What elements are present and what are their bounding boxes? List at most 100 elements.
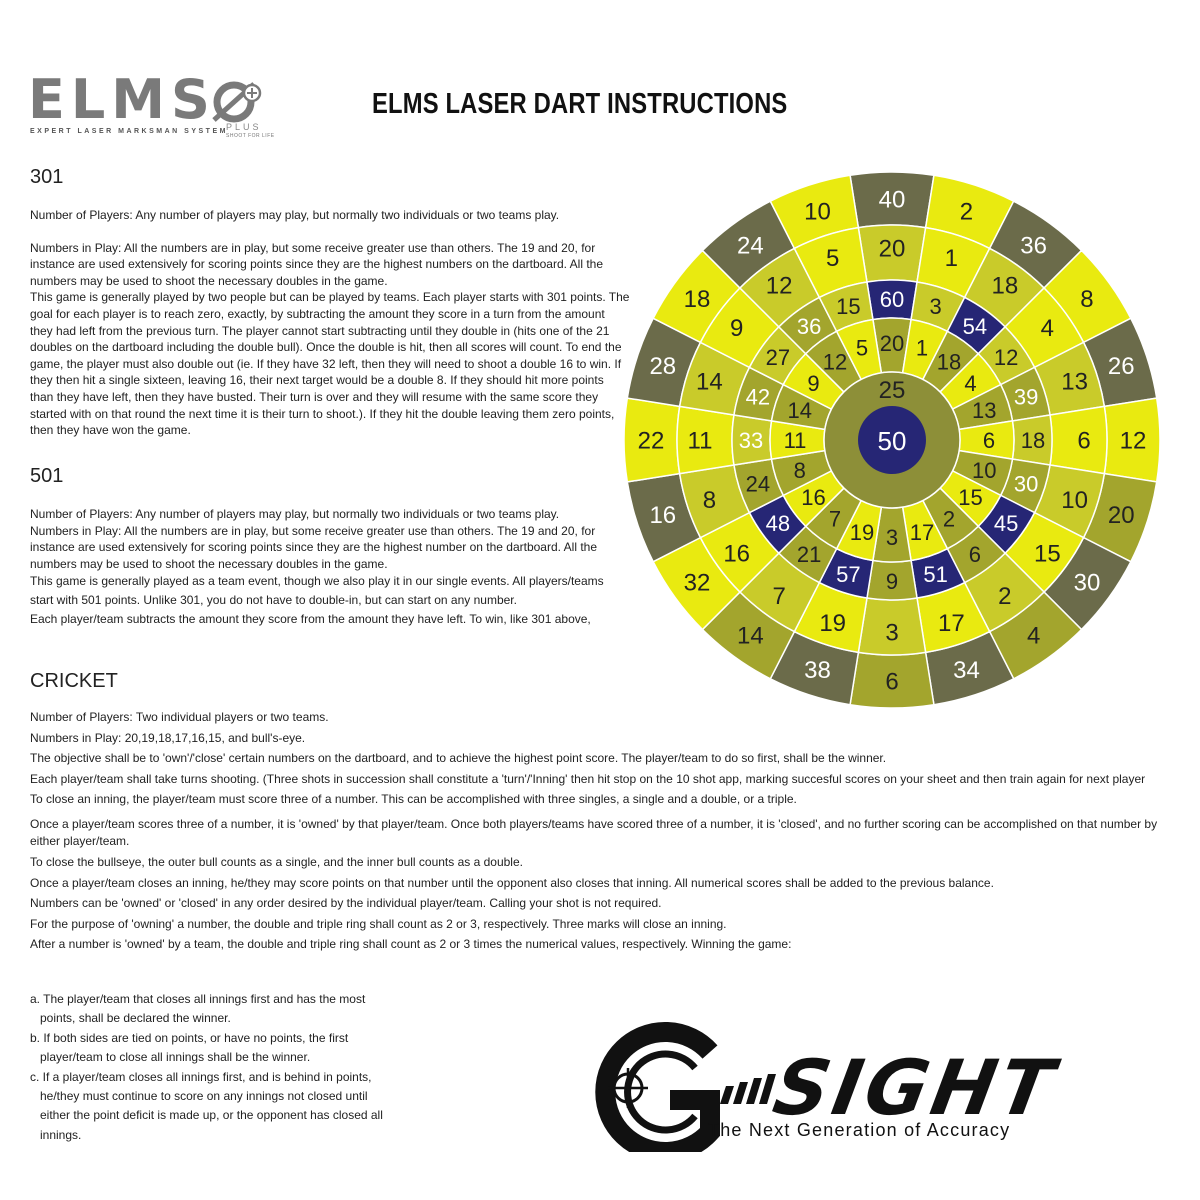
cricket-winning-list: a. The player/team that closes all innin… bbox=[30, 990, 400, 1145]
dartboard-double-label: 22 bbox=[638, 428, 665, 455]
dartboard-triple-label: 6 bbox=[969, 542, 981, 567]
elms-logo-slogan: SHOOT FOR LIFE bbox=[226, 133, 275, 139]
dartboard-triple-label: 51 bbox=[923, 562, 947, 587]
dartboard-inner-single-label: 7 bbox=[829, 506, 841, 531]
dartboard-inner-single-label: 1 bbox=[916, 336, 928, 361]
list-item: a. The player/team that closes all innin… bbox=[30, 992, 366, 1026]
dartboard-double-label: 14 bbox=[737, 623, 764, 650]
dartboard-double-label: 40 bbox=[879, 187, 906, 214]
dartboard-double-label: 26 bbox=[1108, 353, 1135, 380]
dartboard-triple-label: 36 bbox=[797, 314, 821, 339]
dartboard-triple-label: 9 bbox=[886, 569, 898, 594]
gsight-logo-wordmark: SIGHT bbox=[767, 1043, 1064, 1132]
dartboard-outer-single-label: 11 bbox=[688, 428, 713, 455]
dartboard-outer-single-label: 6 bbox=[1077, 428, 1090, 455]
section-301-body: This game is generally played by two peo… bbox=[30, 290, 630, 438]
dartboard-inner-single-label: 20 bbox=[880, 331, 904, 356]
elms-crosshair-o-icon bbox=[212, 81, 262, 123]
dartboard-inner-single-label: 19 bbox=[850, 520, 874, 545]
cricket-line: After a number is 'owned' by a team, the… bbox=[30, 937, 792, 952]
section-301-numbers: Numbers in Play: All the numbers are in … bbox=[30, 240, 603, 288]
dartboard-inner-single-label: 6 bbox=[983, 428, 995, 453]
dartboard-triple-label: 12 bbox=[994, 345, 1018, 370]
cricket-line: Once a player/team scores three of a num… bbox=[30, 816, 1158, 848]
dartboard-outer-single-label: 4 bbox=[1041, 315, 1054, 342]
dartboard-double-label: 38 bbox=[804, 657, 831, 684]
cricket-line: Number of Players: Two individual player… bbox=[30, 710, 329, 724]
dartboard-outer-single-label: 20 bbox=[879, 236, 906, 263]
dartboard-inner-single-label: 9 bbox=[807, 371, 819, 396]
dartboard-outer-single-label: 7 bbox=[772, 583, 785, 610]
dartboard-double-label: 36 bbox=[1020, 233, 1047, 260]
dartboard-triple-label: 15 bbox=[836, 294, 860, 319]
dartboard-inner-single-label: 15 bbox=[958, 485, 982, 510]
dartboard: 4020602021313618541884124261339131261862… bbox=[623, 171, 1161, 709]
cricket-line: To close the bullseye, the outer bull co… bbox=[30, 854, 523, 869]
dartboard-triple-label: 30 bbox=[1014, 471, 1038, 496]
cricket-line: For the purpose of 'owning' a number, th… bbox=[30, 916, 727, 931]
dartboard-inner-single-label: 18 bbox=[937, 349, 961, 374]
dartboard-inner-single-label: 13 bbox=[972, 398, 996, 423]
cricket-line: The objective shall be to 'own'/'close' … bbox=[30, 751, 887, 766]
cricket-line: Once a player/team closes an inning, he/… bbox=[30, 875, 994, 890]
dartboard-outer-single-label: 19 bbox=[819, 610, 846, 637]
dartboard-inner-single-label: 10 bbox=[972, 458, 996, 483]
dartboard-outer-single-label: 18 bbox=[992, 272, 1019, 299]
section-cricket-heading: CRICKET bbox=[30, 670, 118, 692]
cricket-line: Each player/team shall take turns shooti… bbox=[30, 771, 1146, 786]
dartboard-inner-single-label: 12 bbox=[823, 349, 847, 374]
dartboard-double-label: 18 bbox=[684, 286, 711, 313]
dartboard-outer-single-label: 12 bbox=[766, 272, 793, 299]
dartboard-triple-label: 21 bbox=[797, 542, 821, 567]
section-301: 301 Number of Players: Any number of pla… bbox=[30, 166, 630, 439]
dartboard-inner-single-label: 16 bbox=[801, 485, 825, 510]
elms-logo-subtitle: EXPERT LASER MARKSMAN SYSTEM bbox=[30, 128, 228, 135]
dartboard-triple-label: 60 bbox=[880, 287, 904, 312]
section-301-heading: 301 bbox=[30, 166, 64, 188]
dartboard-triple-label: 54 bbox=[963, 314, 987, 339]
elms-logo-wordmark: ELMS bbox=[28, 68, 216, 131]
section-501: 501 Number of Players: Any number of pla… bbox=[30, 465, 630, 629]
dartboard-inner-single-label: 3 bbox=[886, 525, 898, 550]
dartboard-outer-single-label: 2 bbox=[998, 583, 1011, 610]
dartboard-outer-single-label: 10 bbox=[1061, 487, 1088, 514]
gsight-logo-tagline: The Next Generation of Accuracy bbox=[708, 1120, 1011, 1140]
section-501-heading: 501 bbox=[30, 465, 64, 487]
dartboard-inner-single-label: 2 bbox=[943, 506, 955, 531]
dartboard-double-label: 34 bbox=[953, 657, 980, 684]
dartboard-triple-label: 18 bbox=[1021, 428, 1045, 453]
dartboard-outer-single-label: 1 bbox=[945, 245, 958, 272]
dartboard-outer-single-label: 3 bbox=[885, 620, 898, 647]
dartboard-outer-single-label: 5 bbox=[826, 245, 839, 272]
dartboard-outer-single-label: 15 bbox=[1034, 540, 1061, 567]
dartboard-outer-single-label: 9 bbox=[730, 315, 743, 342]
cricket-line: Numbers can be 'owned' or 'closed' in an… bbox=[30, 896, 662, 911]
list-item: c. If a player/team closes all innings f… bbox=[30, 1069, 383, 1142]
dartboard-outer-single-label: 8 bbox=[703, 487, 716, 514]
dartboard-inner-single-label: 8 bbox=[794, 458, 806, 483]
dartboard-triple-label: 57 bbox=[836, 562, 860, 587]
dartboard-double-label: 28 bbox=[649, 353, 676, 380]
dartboard-outer-single-label: 16 bbox=[723, 540, 750, 567]
dartboard-inner-bull bbox=[858, 406, 926, 474]
dartboard-outer-single-label: 13 bbox=[1061, 368, 1088, 395]
section-501-body2: Each player/team subtracts the amount th… bbox=[30, 612, 591, 627]
dartboard-double-label: 24 bbox=[737, 233, 764, 260]
section-cricket-body: Number of Players: Two individual player… bbox=[30, 707, 1170, 955]
dartboard-double-label: 16 bbox=[649, 502, 676, 529]
dartboard-inner-single-label: 14 bbox=[788, 398, 812, 423]
dartboard-double-label: 30 bbox=[1074, 569, 1101, 596]
dartboard-inner-single-label: 4 bbox=[964, 371, 976, 396]
dartboard-outer-single-label: 14 bbox=[696, 368, 723, 395]
dartboard-triple-label: 3 bbox=[929, 294, 941, 319]
gsight-logo-g-icon bbox=[595, 1022, 776, 1152]
dartboard-double-label: 32 bbox=[684, 569, 711, 596]
cricket-line: To close an inning, the player/team must… bbox=[30, 792, 797, 807]
dartboard-inner-bull-label: 50 bbox=[878, 426, 907, 456]
dartboard-double-label: 6 bbox=[885, 669, 898, 696]
section-501-body1: This game is generally played as a team … bbox=[30, 574, 604, 608]
dartboard-double-label: 12 bbox=[1120, 428, 1147, 455]
dartboard-double-label: 2 bbox=[960, 198, 973, 225]
dartboard-outer-single-label: 17 bbox=[938, 610, 965, 637]
dartboard-inner-single-label: 11 bbox=[784, 428, 807, 453]
